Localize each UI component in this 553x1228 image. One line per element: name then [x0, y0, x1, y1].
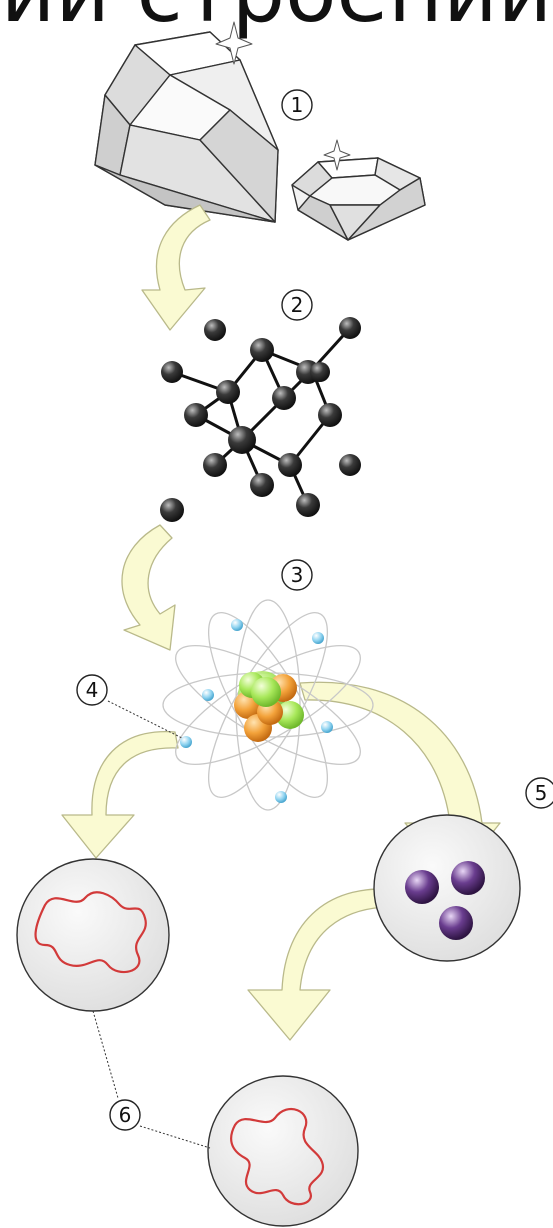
- callout-3: 3: [281, 559, 313, 591]
- callout-6: 6: [109, 1099, 141, 1131]
- carbon-lattice-icon: [160, 317, 361, 522]
- quark-circle: [373, 814, 521, 962]
- quarks-icon: [405, 861, 485, 940]
- string-circle-left: [16, 858, 170, 1012]
- callout-label-5: 5: [535, 781, 548, 805]
- electrons: [180, 619, 333, 803]
- arrow-lattice-to-atom: [121, 524, 176, 651]
- callout-5: 5: [525, 777, 553, 809]
- callout-label-2: 2: [291, 293, 304, 317]
- callout-label-6: 6: [119, 1103, 132, 1127]
- electron-icon: [180, 736, 192, 748]
- callout-labels: 1 2 3 4 5 6: [76, 89, 553, 1131]
- diamond-icon: [94, 21, 426, 241]
- arrow-quark-to-string: [247, 888, 403, 1041]
- arrow-electron-to-string: [61, 731, 179, 859]
- callout-2: 2: [281, 289, 313, 321]
- string-circle-bottom: [207, 1075, 359, 1227]
- callout-4: 4: [76, 674, 108, 706]
- atom-icon: [162, 599, 374, 811]
- atom-nucleus: [234, 671, 304, 742]
- leader-lines: [92, 700, 211, 1149]
- string-loop-icon: [34, 891, 147, 974]
- callout-label-4: 4: [86, 678, 99, 702]
- callout-1: 1: [281, 89, 313, 121]
- callout-label-3: 3: [291, 563, 304, 587]
- arrow-diamond-to-lattice: [141, 204, 211, 331]
- heading-text: ии строении: [0, 0, 553, 42]
- callout-label-1: 1: [291, 93, 304, 117]
